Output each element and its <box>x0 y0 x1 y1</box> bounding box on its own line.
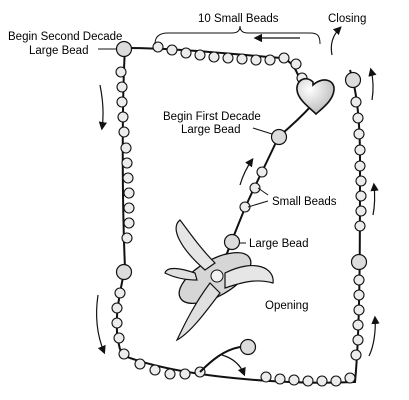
arrow-left-upper <box>98 84 108 131</box>
arrow-stem <box>239 158 254 186</box>
label-ten-small-beads: 10 Small Beads <box>198 13 279 25</box>
arrow-right-upper <box>368 67 377 101</box>
right-side-beads <box>344 71 368 361</box>
label-begin-second-decade: Begin Second Decade <box>8 31 122 43</box>
label-begin-first-decade: Begin First Decade <box>163 111 261 123</box>
ten-beads-brace <box>154 25 321 45</box>
top-decade-beads <box>152 41 308 84</box>
bottom-beads <box>134 338 356 387</box>
label-large-bead-second: Large Bead <box>29 45 88 57</box>
opening-chain <box>199 346 241 373</box>
leader-small-beads-1 <box>257 187 269 196</box>
second-decade-large-bead <box>115 40 133 58</box>
label-large-bead-first: Large Bead <box>181 124 240 136</box>
angel-figure <box>164 219 274 342</box>
label-small-beads: Small Beads <box>272 196 337 208</box>
arrow-right-lower <box>368 315 380 357</box>
heart-medal <box>296 78 335 116</box>
leader-first-decade <box>252 127 273 135</box>
label-large-bead: Large Bead <box>249 238 308 250</box>
arrow-closing <box>330 26 342 56</box>
leader-small-beads-2 <box>247 200 269 208</box>
label-closing: Closing <box>328 13 366 25</box>
left-side-beads <box>111 66 135 360</box>
arrow-bottom <box>221 354 246 377</box>
arrow-left-lower <box>96 294 106 355</box>
label-opening: Opening <box>265 300 308 312</box>
arrow-right-middle <box>370 182 379 216</box>
stem-beads <box>223 128 288 251</box>
